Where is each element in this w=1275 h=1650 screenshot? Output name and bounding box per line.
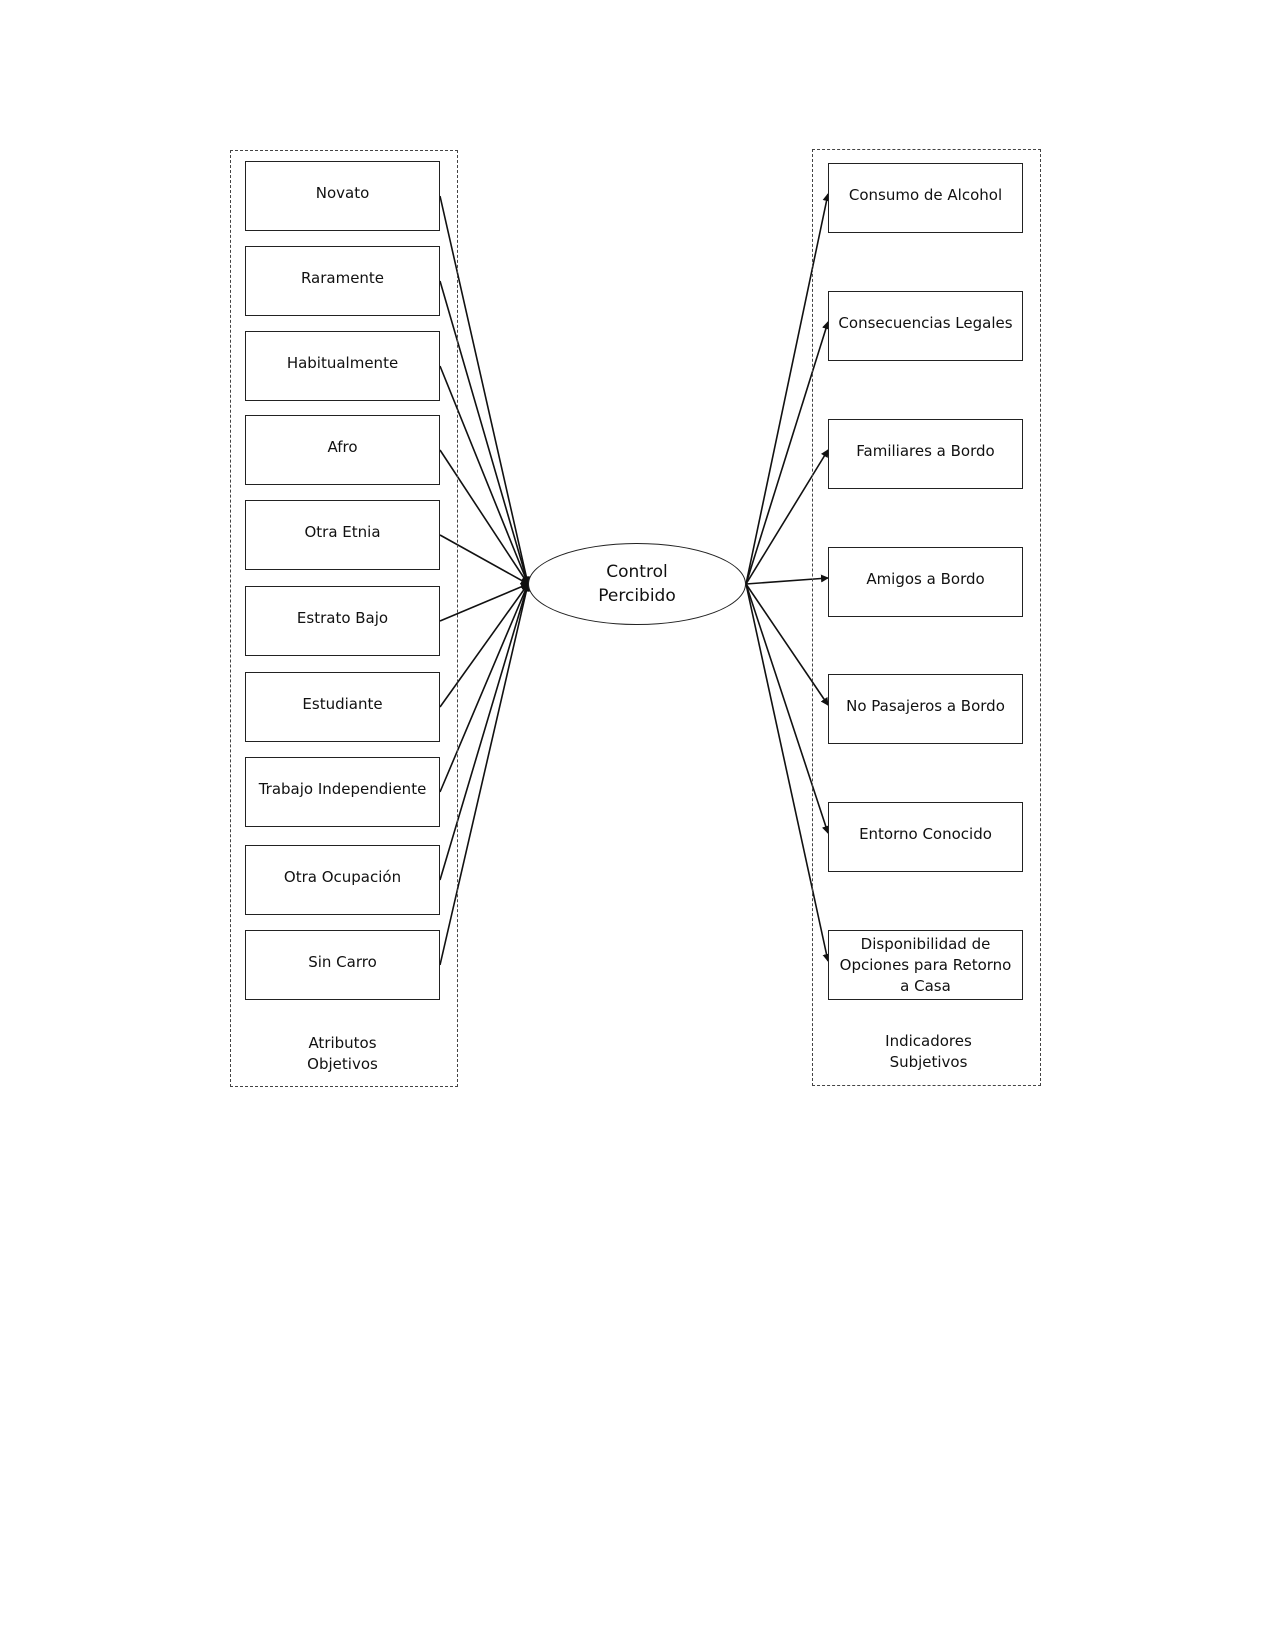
central-node-line2: Percibido (598, 586, 676, 606)
edge-left-0 (439, 195, 531, 585)
right-item-disponibilidad-de-opciones: Disponibilidad de Opciones para Retorno … (828, 930, 1023, 1000)
left-item-raramente: Raramente (245, 246, 440, 316)
edge-right-5 (745, 583, 830, 834)
right-item-entorno-conocido: Entorno Conocido (828, 802, 1023, 872)
edge-left-8 (439, 583, 530, 881)
left-item-afro: Afro (245, 415, 440, 485)
edge-left-4 (439, 534, 529, 585)
edge-right-2 (745, 449, 829, 585)
left-group-label: Atributos Objetivos (245, 1033, 440, 1075)
left-edges (439, 195, 531, 966)
edge-left-3 (439, 449, 529, 585)
left-item-sin-carro: Sin Carro (245, 930, 440, 1000)
edge-right-4 (745, 583, 829, 706)
right-item-amigos-a-bordo: Amigos a Bordo (828, 547, 1023, 617)
edge-left-6 (439, 583, 529, 708)
edge-left-1 (439, 280, 530, 585)
left-item-estudiante: Estudiante (245, 672, 440, 742)
left-item-otra-etnia: Otra Etnia (245, 500, 440, 570)
right-group-label-line2: Subjetivos (889, 1053, 968, 1071)
central-node-control-percibido: Control Percibido (528, 543, 746, 625)
left-item-estrato-bajo: Estrato Bajo (245, 586, 440, 656)
edge-right-3 (745, 574, 829, 585)
left-group-label-line2: Objetivos (307, 1055, 378, 1073)
left-item-habitualmente: Habitualmente (245, 331, 440, 401)
left-item-novato: Novato (245, 161, 440, 231)
left-item-trabajo-independiente: Trabajo Independiente (245, 757, 440, 827)
right-group-frame (812, 149, 1041, 1086)
edge-right-1 (745, 321, 830, 585)
central-node-line1: Control (606, 562, 668, 582)
left-item-otra-ocupacion: Otra Ocupación (245, 845, 440, 915)
right-edges (745, 193, 831, 962)
edge-left-2 (439, 365, 530, 585)
right-item-consecuencias-legales: Consecuencias Legales (828, 291, 1023, 361)
edge-right-0 (745, 193, 831, 585)
edge-left-9 (439, 583, 531, 966)
right-group-label-line1: Indicadores (885, 1032, 972, 1050)
edge-left-5 (439, 583, 529, 622)
edge-left-7 (439, 583, 529, 793)
right-item-no-pasajeros-a-bordo: No Pasajeros a Bordo (828, 674, 1023, 744)
right-item-familiares-a-bordo: Familiares a Bordo (828, 419, 1023, 489)
right-group-label: Indicadores Subjetivos (831, 1031, 1026, 1073)
edge-right-6 (745, 583, 831, 962)
right-item-consumo-de-alcohol: Consumo de Alcohol (828, 163, 1023, 233)
left-group-label-line1: Atributos (308, 1034, 377, 1052)
left-group-frame (230, 150, 458, 1087)
